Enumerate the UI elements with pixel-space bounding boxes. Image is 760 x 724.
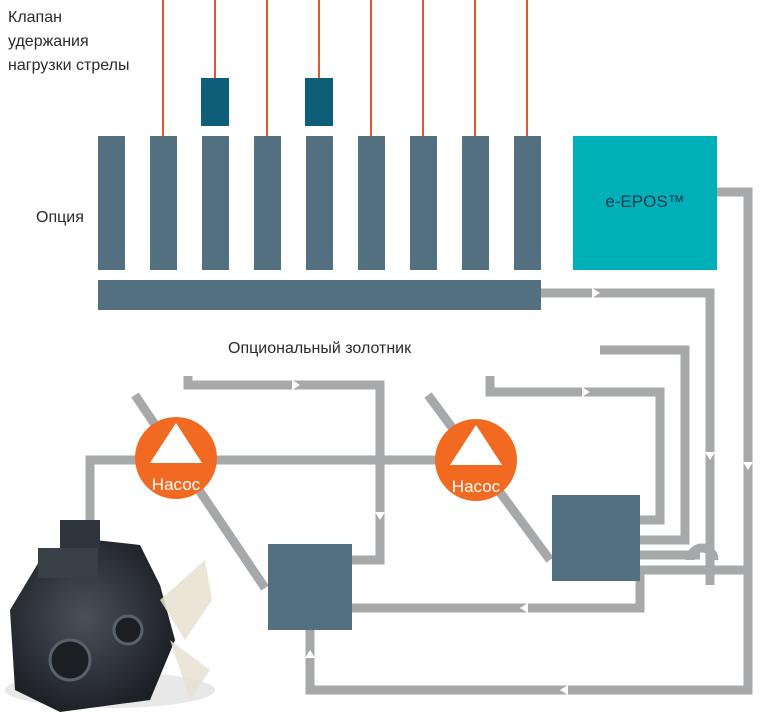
pump-left: Насос bbox=[135, 417, 217, 499]
boom-holding-valve bbox=[201, 78, 229, 126]
regulator-block-left bbox=[268, 544, 352, 630]
engine-icon bbox=[5, 520, 215, 712]
boom-holding-valve bbox=[305, 78, 333, 126]
pump-right: Насос bbox=[435, 419, 517, 501]
valve-section bbox=[514, 136, 541, 270]
flow-arrow bbox=[305, 650, 315, 658]
epos-box: e-EPOS™ bbox=[573, 136, 717, 270]
pipe-right-loop-mid bbox=[600, 345, 690, 545]
control-lines bbox=[162, 0, 528, 136]
valve-section bbox=[98, 136, 125, 270]
pipe-right-loop-top bbox=[485, 376, 665, 525]
flow-arrow bbox=[560, 685, 568, 695]
pipe-epos-return bbox=[305, 187, 753, 695]
flow-arrow bbox=[743, 462, 753, 470]
pipe-left-loop bbox=[183, 376, 385, 565]
valve-section bbox=[254, 136, 281, 270]
flow-arrow bbox=[705, 452, 715, 460]
label-line: Клапан bbox=[8, 9, 62, 26]
boom-load-holding-valve-label: Клапан удержания нагрузки стрелы bbox=[8, 6, 168, 78]
flow-arrow bbox=[292, 380, 300, 390]
pump-triangle-icon bbox=[450, 425, 502, 465]
label-line: удержания bbox=[8, 33, 89, 50]
pipe-bottom-return bbox=[352, 565, 750, 613]
option-label: Опция bbox=[36, 209, 84, 226]
label-line: нагрузки стрелы bbox=[8, 57, 130, 74]
flow-arrow bbox=[582, 387, 590, 397]
valve-section bbox=[358, 136, 385, 270]
valve-section bbox=[150, 136, 177, 270]
flow-arrow bbox=[520, 603, 528, 613]
pump-label: Насос bbox=[152, 475, 201, 494]
optional-spool-bar bbox=[98, 280, 541, 310]
flow-arrow bbox=[375, 512, 385, 520]
valve-section bbox=[202, 136, 229, 270]
optional-spool-label: Опциональный золотник bbox=[228, 340, 412, 357]
valve-sections bbox=[98, 136, 541, 270]
pipe-crossover bbox=[685, 543, 719, 561]
regulator-block-right bbox=[552, 495, 640, 581]
valve-section bbox=[462, 136, 489, 270]
pipe-engine-pump bbox=[85, 455, 140, 540]
pump-triangle-icon bbox=[150, 423, 202, 463]
valve-section bbox=[410, 136, 437, 270]
flow-arrows bbox=[292, 288, 753, 695]
valve-section bbox=[306, 136, 333, 270]
pump-label: Насос bbox=[452, 477, 501, 496]
flow-arrow bbox=[592, 288, 600, 298]
